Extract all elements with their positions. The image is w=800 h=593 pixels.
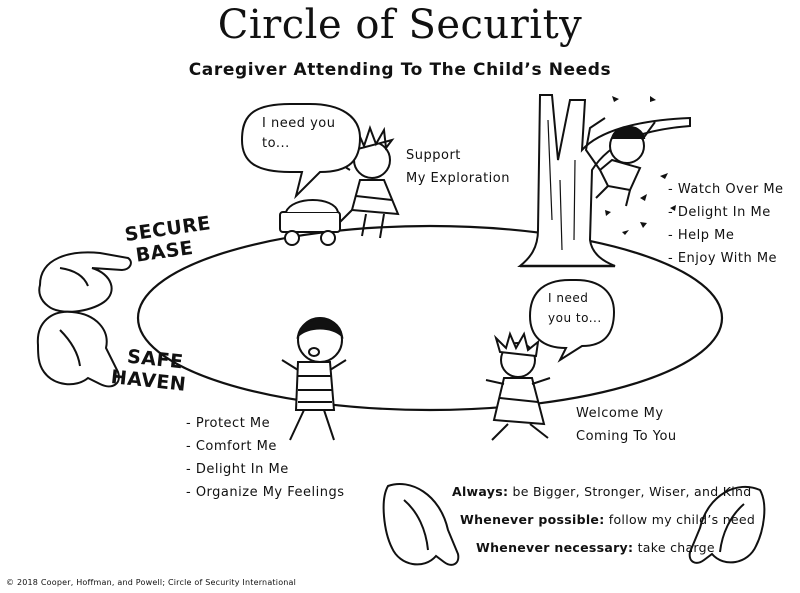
top-need-item: Delight In Me (668, 201, 784, 224)
caregiver-hands-bottom (382, 483, 766, 566)
rule-always-label: Always: (452, 484, 509, 499)
top-need-item: Help Me (668, 224, 784, 247)
safe-haven-label: SAFE HAVEN (110, 344, 190, 396)
speech-bubble-top (240, 103, 362, 200)
top-need-item: Enjoy With Me (668, 247, 784, 270)
rule-necessary-label: Whenever necessary: (476, 540, 634, 555)
bottom-need-item: Organize My Feelings (186, 481, 345, 504)
support-exploration-line2: My Exploration (406, 171, 510, 186)
support-exploration-line1: Support (406, 148, 461, 163)
rule-necessary-text: take charge (637, 540, 715, 555)
top-needs-list: Watch Over Me Delight In Me Help Me Enjo… (668, 178, 784, 270)
rule-possible-label: Whenever possible: (460, 512, 605, 527)
welcome-line2: Coming To You (576, 429, 677, 444)
welcome-label: Welcome My Coming To You (576, 402, 677, 448)
child-with-wagon (279, 125, 400, 246)
bottom-need-item: Comfort Me (186, 435, 345, 458)
bottom-needs-list: Protect Me Comfort Me Delight In Me Orga… (186, 412, 345, 504)
speech-text-top: I need you to... (262, 116, 336, 151)
speech-bubble-bottom (528, 279, 616, 363)
rule-always-text: be Bigger, Stronger, Wiser, and Kind (512, 484, 752, 499)
security-circle-loop (136, 224, 724, 412)
child-hanging-from-tree (584, 117, 656, 207)
bottom-need-item: Delight In Me (186, 458, 345, 481)
caregiver-hands-left (36, 251, 132, 388)
rule-whenever-necessary: Whenever necessary: take charge (476, 540, 715, 555)
rule-whenever-possible: Whenever possible: follow my child’s nee… (460, 512, 755, 527)
rule-always: Always: be Bigger, Stronger, Wiser, and … (452, 484, 751, 499)
crying-child (281, 317, 347, 441)
rule-possible-text: follow my child’s need (608, 512, 756, 527)
welcome-line1: Welcome My (576, 406, 664, 421)
page-subtitle: Caregiver Attending To The Child’s Needs (188, 60, 612, 80)
copyright-notice: © 2018 Cooper, Hoffman, and Powell; Circ… (6, 578, 297, 587)
speech-text-bottom: I need you to... (548, 291, 602, 325)
top-need-item: Watch Over Me (668, 178, 784, 201)
bottom-need-item: Protect Me (186, 412, 345, 435)
page-title: Circle of Security (217, 2, 583, 48)
support-exploration-label: Support My Exploration (406, 144, 510, 190)
running-child (485, 331, 551, 441)
